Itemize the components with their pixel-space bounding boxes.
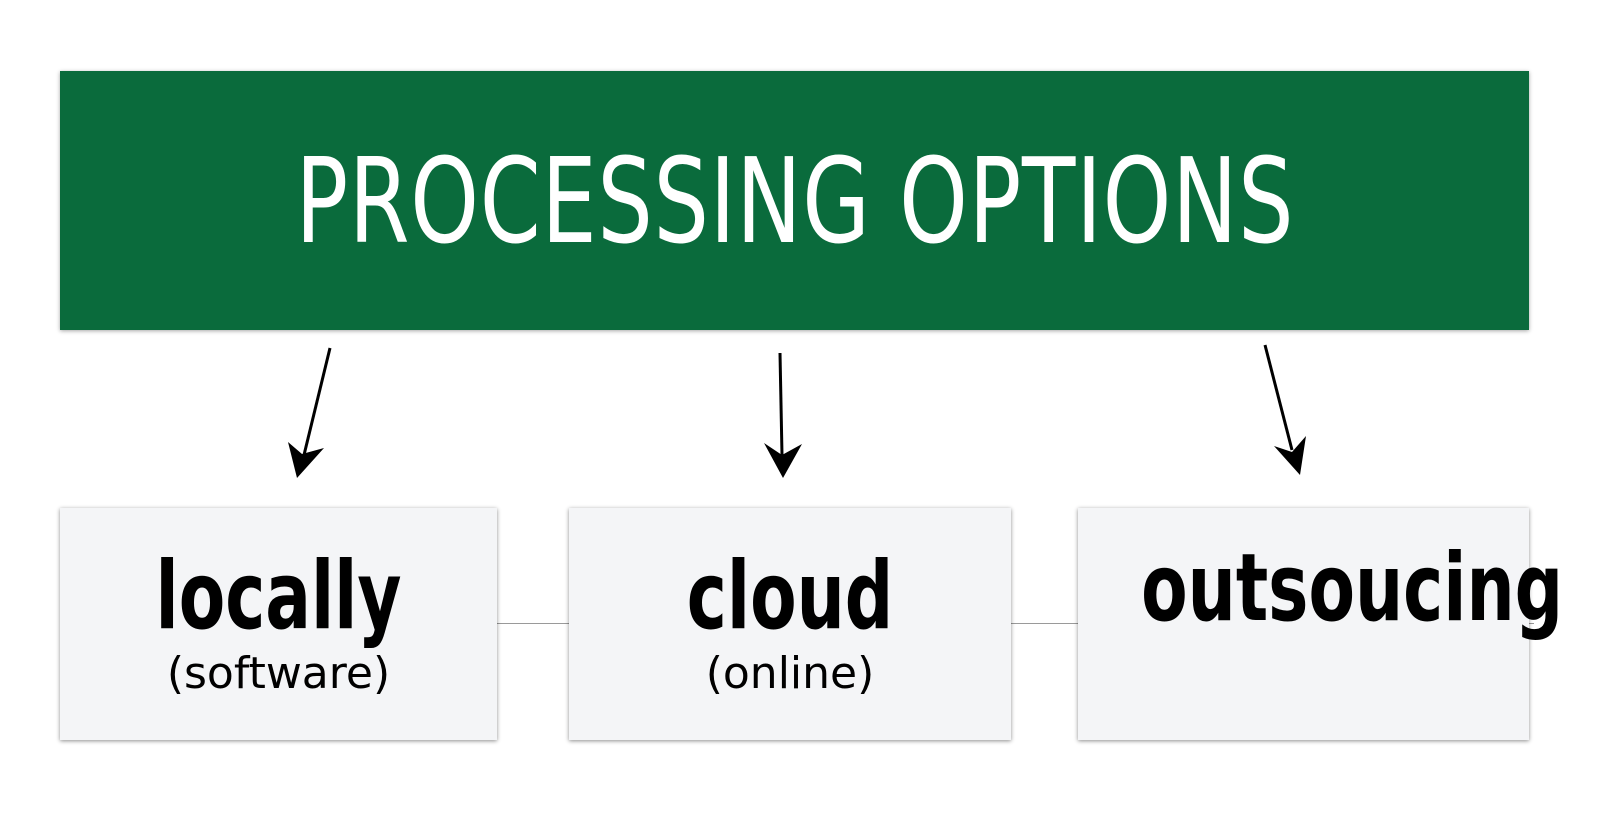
processing-options-header: PROCESSING OPTIONS [60,71,1529,330]
option-label-cloud: cloud [686,542,894,651]
option-sublabel-cloud: (online) [705,648,875,699]
connector-line-left [497,623,569,624]
option-label-locally: locally [155,542,402,651]
connector-line-end [1528,623,1534,624]
arrow-to-cloud [764,352,802,478]
option-box-locally: locally (software) [60,508,497,740]
header-title: PROCESSING OPTIONS [295,131,1294,270]
option-box-cloud: cloud (online) [569,508,1011,740]
arrow-to-outsoucing [1263,344,1306,475]
option-box-outsoucing: outsoucing [1078,508,1564,740]
arrow-to-locally [288,347,332,478]
option-sublabel-locally: (software) [166,648,391,699]
connector-line-right [1011,623,1078,624]
option-label-outsoucing: outsoucing [1141,534,1564,643]
